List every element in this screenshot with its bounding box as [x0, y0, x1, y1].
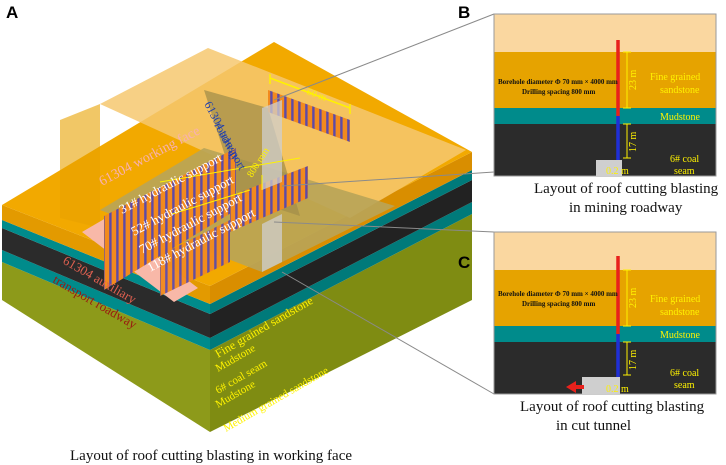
side-left-medium-sandstone: [2, 262, 210, 432]
b-fine-label-2: sandstone: [660, 85, 700, 96]
b-dim-02m: 0.2 m: [606, 166, 629, 177]
c-layer-mudstone: [494, 326, 716, 342]
panel-a-letter: A: [6, 3, 18, 22]
b-roadway: [596, 160, 622, 176]
connector-lines: [273, 13, 495, 395]
section-c: 23 m 17 m 0.2 m Borehole diameter Φ 70 m…: [493, 231, 717, 395]
b-dim-23m: 23 m: [628, 70, 639, 91]
c-tunnel: [582, 377, 620, 394]
panel-c-letter: C: [458, 253, 470, 272]
side-front-coal: [210, 180, 472, 338]
b-layer-fine-sandstone: [494, 52, 716, 108]
c-fine-label-2: sandstone: [660, 307, 700, 318]
overburden-box-top: [100, 48, 466, 218]
c-mudstone-label: Mudstone: [660, 330, 701, 341]
b-caption-1: Layout of roof cutting blasting: [534, 181, 719, 197]
b-layer-top: [494, 14, 716, 52]
b-fine-label-1: Fine grained: [650, 72, 700, 83]
block-diagram: 60 m 800 mm 61304 working face 61304 tra…: [2, 42, 472, 435]
c-coal-label-1: 6# coal: [670, 368, 699, 379]
c-dim-17m: 17 m: [628, 350, 639, 371]
side-front-mudstone-upper: [210, 170, 472, 314]
c-borehole-label: Borehole diameter Φ 70 mm × 4000 mm: [498, 290, 618, 298]
c-dim-23m: 23 m: [628, 288, 639, 309]
c-coal-label-2: seam: [674, 380, 695, 391]
b-coal-label-2: seam: [674, 166, 695, 177]
support-pipes-top: [268, 90, 350, 142]
a-caption: Layout of roof cutting blasting in worki…: [70, 448, 352, 464]
side-front-medium-sandstone: [210, 214, 472, 432]
c-fine-label-1: Fine grained: [650, 294, 700, 305]
b-mudstone-label: Mudstone: [660, 112, 701, 123]
support-pipes-right: [230, 166, 308, 232]
b-spacing-label: Drilling spacing 800 mm: [522, 88, 595, 96]
c-layer-top: [494, 232, 716, 270]
support-pipes-mid: [160, 220, 230, 296]
overburden-box-left: [60, 104, 100, 228]
b-caption-2: in mining roadway: [569, 200, 683, 216]
panel-b-letter: B: [458, 3, 470, 22]
b-coal-label-1: 6# coal: [670, 154, 699, 165]
c-arrow-icon: [566, 381, 584, 393]
b-layer-mudstone: [494, 108, 716, 124]
c-caption-2: in cut tunnel: [556, 418, 631, 434]
side-left-mudstone-lower: [2, 250, 210, 350]
section-b: 23 m 17 m 0.2 m Borehole diameter Φ 70 m…: [493, 13, 717, 177]
c-caption-1: Layout of roof cutting blasting: [520, 399, 705, 415]
side-front-mudstone-lower: [210, 202, 472, 350]
section-plane-c: [262, 214, 282, 272]
support-pipes-front: [104, 148, 236, 290]
c-layer-fine-sandstone: [494, 270, 716, 326]
b-dim-17m: 17 m: [628, 132, 639, 153]
c-dim-02m: 0.2 m: [606, 384, 629, 395]
b-borehole-label: Borehole diameter Φ 70 mm × 4000 mm: [498, 78, 618, 86]
dim-line-60m: [269, 77, 351, 109]
section-plane-b: [262, 100, 282, 190]
c-spacing-label: Drilling spacing 800 mm: [522, 300, 595, 308]
